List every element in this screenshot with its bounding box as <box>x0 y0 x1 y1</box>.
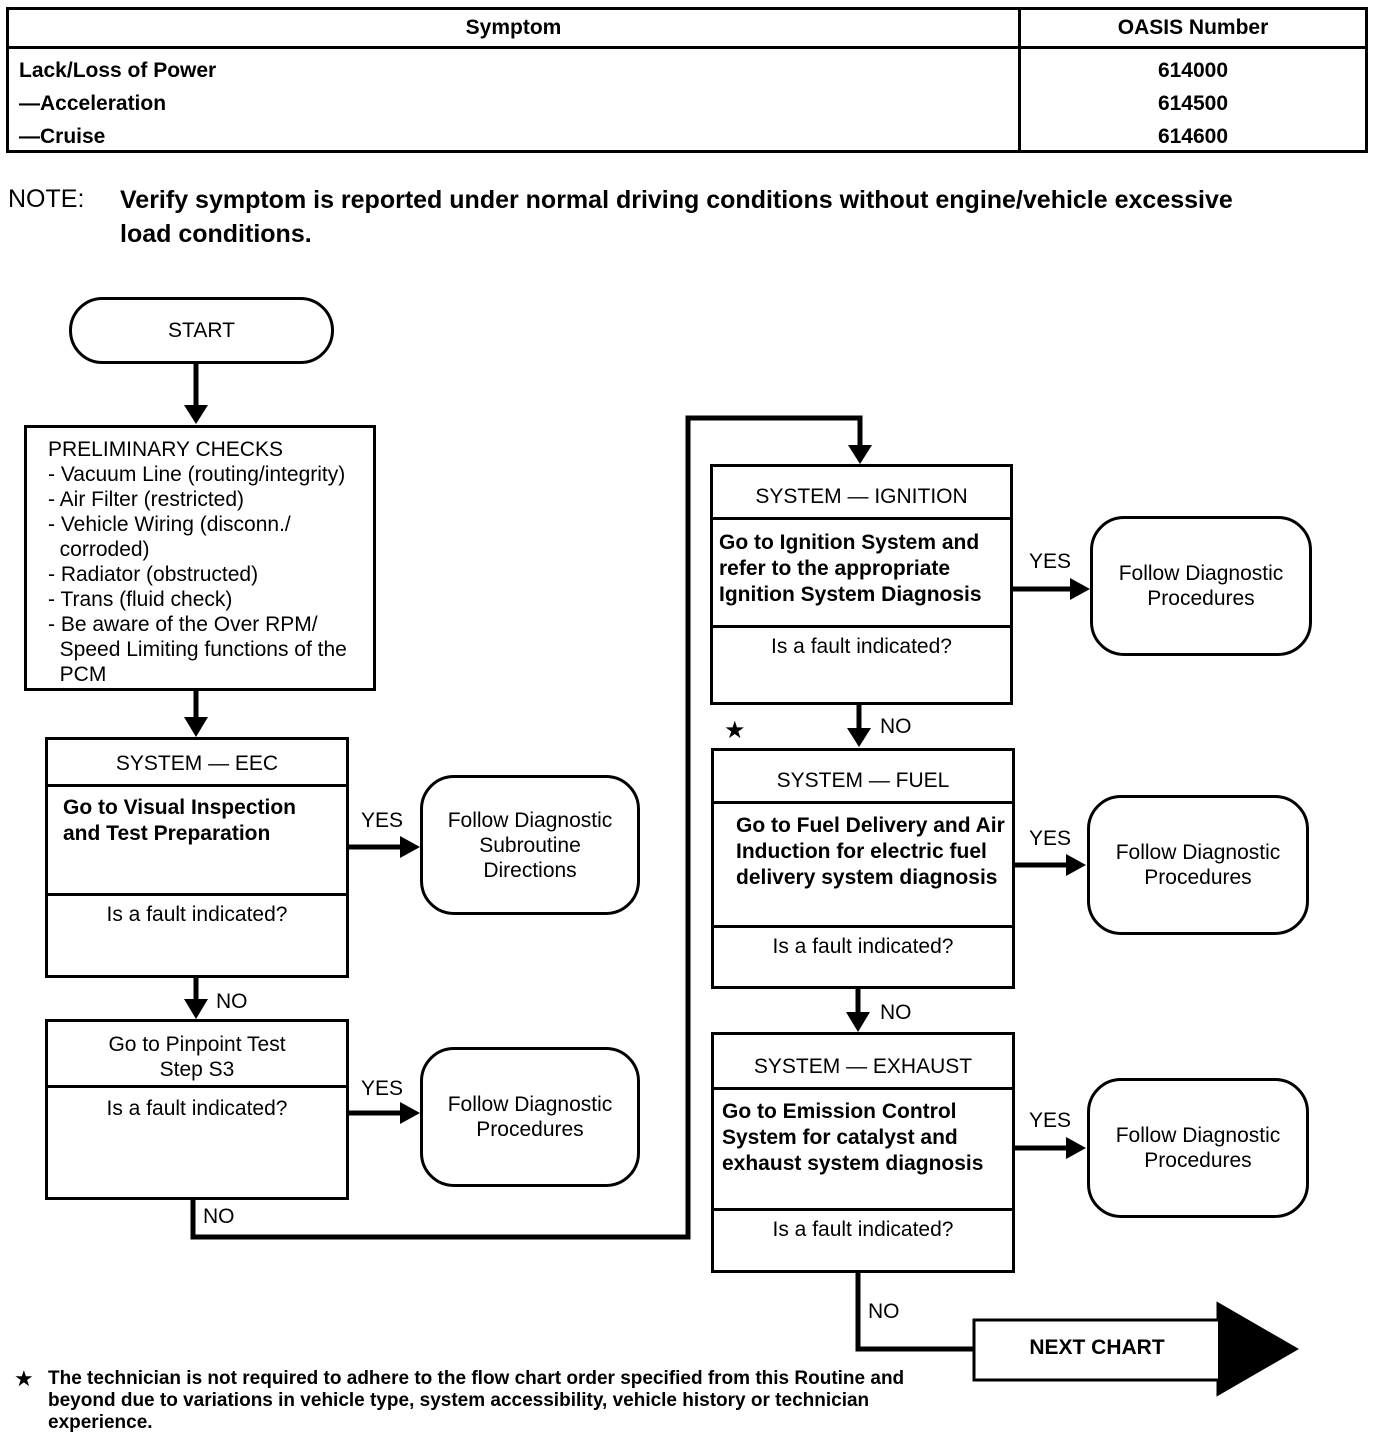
pinpoint-box: Go to Pinpoint Test Step S3 Is a fault i… <box>45 1019 349 1200</box>
preliminary-item: PCM <box>48 663 107 686</box>
arrowhead <box>184 999 208 1019</box>
footnote-star: ★ <box>14 1366 34 1391</box>
table-row: —Cruise 614600 <box>9 125 1365 158</box>
divider <box>713 517 1010 520</box>
preliminary-item: - Radiator (obstructed) <box>48 563 259 586</box>
arrowhead <box>184 717 208 737</box>
preliminary-item: Speed Limiting functions of the <box>48 638 347 661</box>
note-label: NOTE: <box>8 185 85 213</box>
table-column-divider <box>1018 10 1021 150</box>
preliminary-item: - Trans (fluid check) <box>48 588 233 611</box>
eec-title: SYSTEM — EEC <box>115 752 279 775</box>
pinpoint-follow-text: Follow Diagnostic Procedures <box>447 1093 613 1141</box>
arrowhead <box>1066 1137 1086 1159</box>
ignition-no-label: NO <box>880 715 912 738</box>
preliminary-checks-box: PRELIMINARY CHECKS - Vacuum Line (routin… <box>24 425 376 691</box>
note-text: Verify symptom is reported under normal … <box>120 186 1233 248</box>
fuel-follow-text: Follow Diagnostic Procedures <box>1115 841 1281 889</box>
divider <box>714 925 1012 928</box>
exhaust-question: Is a fault indicated? <box>772 1218 954 1241</box>
exhaust-yes-label: YES <box>1029 1109 1072 1132</box>
symptom-cell: —Cruise <box>19 125 106 148</box>
preliminary-item: - Vehicle Wiring (disconn./ <box>48 513 291 536</box>
exhaust-title: SYSTEM — EXHAUST <box>753 1055 973 1078</box>
table-row: Lack/Loss of Power 614000 <box>9 59 1365 92</box>
arrowhead <box>400 836 420 858</box>
eec-follow-text: Follow Diagnostic Subroutine Directions <box>447 808 613 882</box>
pinpoint-title: Go to Pinpoint Test Step S3 <box>108 1033 286 1081</box>
fuel-title: SYSTEM — FUEL <box>776 769 950 792</box>
arrowhead <box>1066 854 1086 876</box>
exhaust-follow-text: Follow Diagnostic Procedures <box>1115 1124 1281 1172</box>
ignition-title: SYSTEM — IGNITION <box>755 485 968 508</box>
ignition-follow-box: Follow Diagnostic Procedures <box>1090 516 1312 656</box>
fuel-yes-label: YES <box>1029 827 1072 850</box>
pinpoint-no-label: NO <box>203 1205 235 1228</box>
divider <box>714 801 1012 804</box>
table-header-divider <box>9 46 1365 49</box>
ignition-body: Go to Ignition System and refer to the a… <box>719 531 982 606</box>
start-label: START <box>168 319 235 342</box>
exhaust-body: Go to Emission Control System for cataly… <box>722 1100 984 1175</box>
pinpoint-yes-label: YES <box>361 1077 404 1100</box>
exhaust-no-label: NO <box>868 1300 900 1323</box>
divider <box>48 1085 346 1088</box>
fuel-no-label: NO <box>880 1001 912 1024</box>
table-row: —Acceleration 614500 <box>9 92 1365 125</box>
eec-question: Is a fault indicated? <box>106 903 288 926</box>
arrowhead <box>848 445 872 464</box>
connector-pinpoint-no <box>190 415 863 1240</box>
symptom-cell: Lack/Loss of Power <box>19 59 217 82</box>
preliminary-title: PRELIMINARY CHECKS <box>48 438 283 461</box>
system-exhaust-box: SYSTEM — EXHAUST Go to Emission Control … <box>711 1032 1015 1273</box>
header-oasis-number: OASIS Number <box>1117 16 1269 39</box>
star-marker: ★ <box>724 717 746 744</box>
pinpoint-question: Is a fault indicated? <box>106 1097 288 1120</box>
eec-follow-box: Follow Diagnostic Subroutine Directions <box>420 775 640 915</box>
fuel-body: Go to Fuel Delivery and Air Induction fo… <box>736 814 1005 889</box>
preliminary-item: - Air Filter (restricted) <box>48 488 245 511</box>
oasis-cell: 614500 <box>1157 92 1229 115</box>
divider <box>714 1208 1012 1211</box>
header-symptom: Symptom <box>465 16 562 39</box>
eec-yes-label: YES <box>361 809 404 832</box>
ignition-yes-label: YES <box>1029 550 1072 573</box>
fuel-follow-box: Follow Diagnostic Procedures <box>1087 795 1309 935</box>
preliminary-item: - Vacuum Line (routing/integrity) <box>48 463 346 486</box>
next-chart-arrowhead <box>1218 1304 1296 1394</box>
symptom-cell: —Acceleration <box>19 92 167 115</box>
fuel-question: Is a fault indicated? <box>772 935 954 958</box>
ignition-question: Is a fault indicated? <box>771 635 952 658</box>
next-chart-label[interactable]: NEXT CHART <box>1029 1336 1165 1359</box>
preliminary-item: corroded) <box>48 538 150 561</box>
arrowhead <box>846 1012 870 1032</box>
system-ignition-box: SYSTEM — IGNITION Go to Ignition System … <box>710 464 1013 705</box>
preliminary-item: - Be aware of the Over RPM/ <box>48 613 318 636</box>
start-terminal: START <box>69 297 334 364</box>
footnote-text: The technician is not required to adhere… <box>48 1368 905 1433</box>
divider <box>713 625 1010 628</box>
system-fuel-box: SYSTEM — FUEL Go to Fuel Delivery and Ai… <box>711 748 1015 989</box>
oasis-cell: 614600 <box>1157 125 1229 148</box>
eec-no-label: NO <box>216 990 248 1013</box>
divider <box>714 1087 1012 1090</box>
divider <box>48 893 346 896</box>
system-eec-box: SYSTEM — EEC Go to Visual Inspection and… <box>45 737 349 978</box>
arrowhead <box>847 728 871 747</box>
arrowhead <box>184 405 208 424</box>
connector-exhaust-no <box>855 1272 975 1352</box>
exhaust-follow-box: Follow Diagnostic Procedures <box>1087 1078 1309 1218</box>
arrowhead <box>1070 578 1090 600</box>
divider <box>48 784 346 787</box>
arrowhead <box>400 1102 420 1124</box>
pinpoint-follow-box: Follow Diagnostic Procedures <box>420 1047 640 1187</box>
oasis-cell: 614000 <box>1157 59 1229 82</box>
ignition-follow-text: Follow Diagnostic Procedures <box>1118 562 1284 610</box>
symptom-table: Symptom OASIS Number Lack/Loss of Power … <box>6 7 1368 153</box>
eec-body: Go to Visual Inspection and Test Prepara… <box>63 796 296 845</box>
